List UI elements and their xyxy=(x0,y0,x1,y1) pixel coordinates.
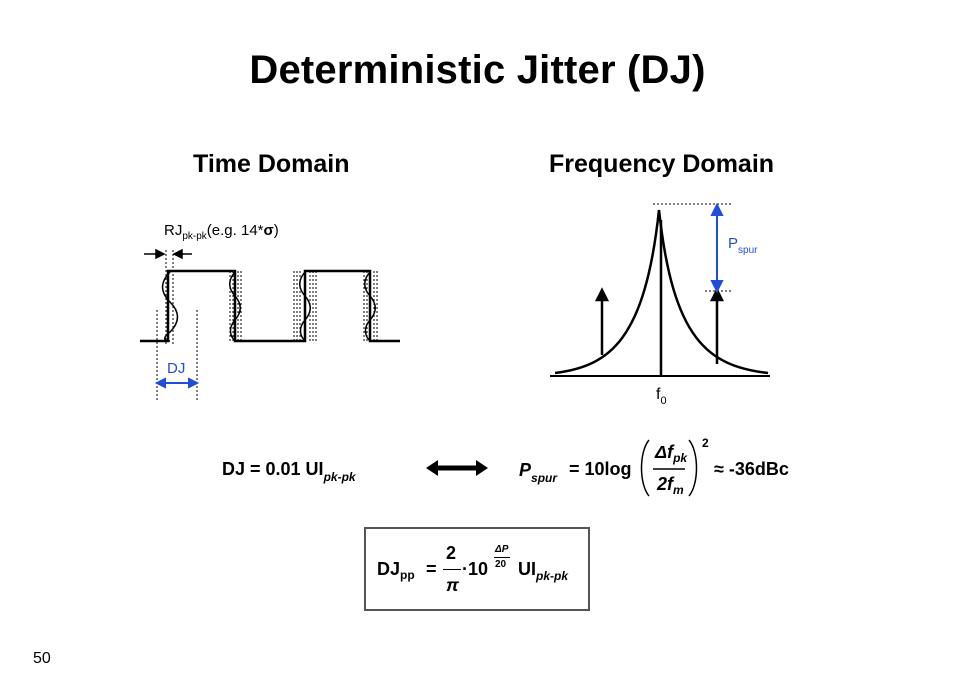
equivalence-arrow xyxy=(426,460,488,476)
spur-arrows xyxy=(594,287,725,364)
rj-guides xyxy=(156,250,198,400)
rj-arrows xyxy=(144,248,192,260)
fraction-bar xyxy=(443,569,461,570)
time-domain-diagram: RJpk-pk(e.g. 14*σ) DJ xyxy=(140,222,400,400)
square-wave xyxy=(140,269,400,343)
dj-label: DJ xyxy=(167,360,185,377)
pspur-equation: Pspur = 10log Δfpk 2fm 2 ≈ -36dBc xyxy=(519,436,789,497)
exponent-bar xyxy=(494,557,510,558)
pspur-arrow xyxy=(710,202,724,294)
frequency-domain-diagram: Pspur f0 xyxy=(550,202,770,407)
spectrum-skirt xyxy=(554,209,769,375)
page-number: 50 xyxy=(33,650,51,667)
time-domain-heading: Time Domain xyxy=(193,150,350,178)
jitter-bands xyxy=(229,271,378,343)
rj-label: RJpk-pk(e.g. 14*σ) xyxy=(164,222,279,242)
pspur-label: Pspur xyxy=(728,235,758,256)
slide-title: Deterministic Jitter (DJ) xyxy=(249,48,706,92)
f0-label: f0 xyxy=(656,386,667,407)
dj-arrow xyxy=(154,377,200,389)
dj-equation: DJ = 0.01 UIpk-pk xyxy=(222,459,356,484)
jitter-curves xyxy=(161,271,376,342)
frequency-domain-heading: Frequency Domain xyxy=(549,150,775,178)
dj-pp-formula-box: DJpp = 2 π ·10 ΔP 20 UIpk-pk xyxy=(364,527,590,611)
